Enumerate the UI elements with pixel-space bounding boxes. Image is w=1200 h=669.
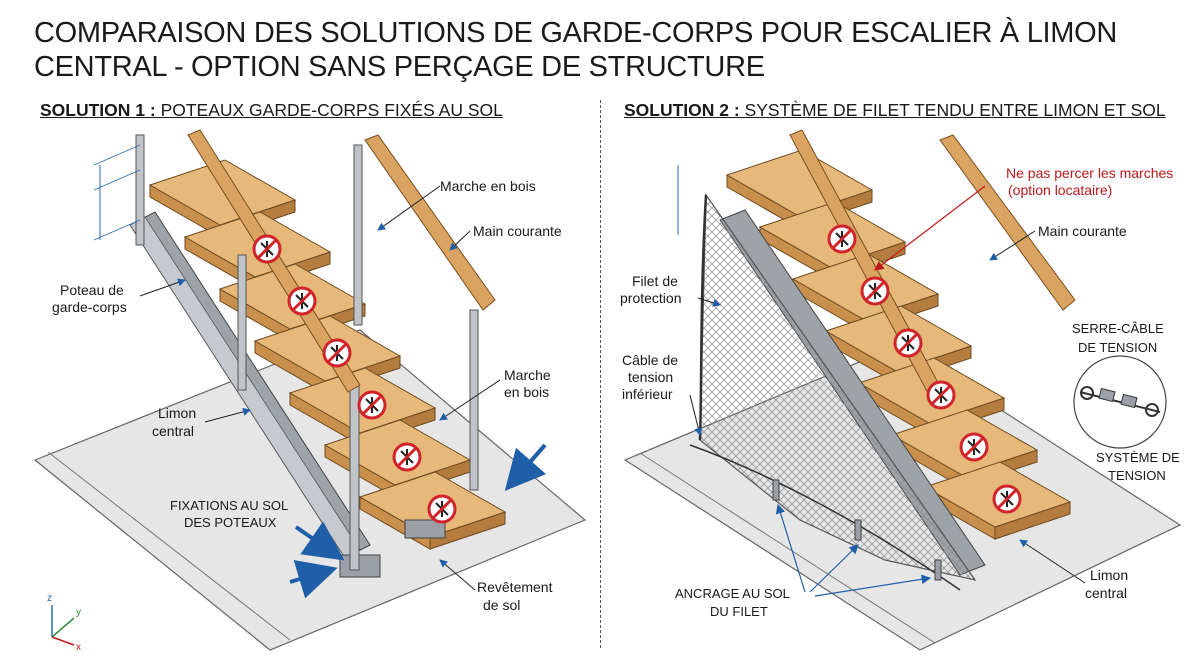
leader-main-courante: [449, 230, 471, 251]
guard-post-b: [237, 254, 247, 391]
label-serre-l1: SERRE-CÂBLE: [1072, 321, 1164, 336]
label-revetement-l1: Revêtement: [477, 579, 553, 595]
label-limon-l2-2: central: [1085, 585, 1127, 601]
floor-dimension-line-2: [639, 452, 936, 644]
label-serre-l2: DE TENSION: [1078, 340, 1157, 355]
solution2-illustration: Ne pas percer les marches (option locata…: [620, 129, 1182, 651]
no-drill-icon-1-4: [357, 390, 387, 420]
solution1-heading-text: POTEAUX GARDE-CORPS FIXÉS AU SOL: [155, 100, 503, 120]
leader-ancrage-2: [809, 544, 859, 593]
label-marche-mid-l1: Marche: [504, 367, 551, 383]
floor-anchor-1: [772, 479, 780, 501]
leader-ancrage-1: [775, 503, 806, 593]
label-cable-l2: tension: [628, 369, 673, 385]
label-ne-pas-l1: Ne pas percer les marches: [1006, 165, 1173, 181]
solution1-illustration: Marche en bois Main courante Poteau de g…: [33, 129, 587, 653]
no-drill-icon-2-1: [827, 224, 857, 254]
solution1-heading: SOLUTION 1 : POTEAUX GARDE-CORPS FIXÉS A…: [40, 100, 503, 121]
leader-marche-top: [377, 185, 441, 231]
handrail-4: [939, 134, 1076, 311]
no-drill-icon-2-2: [860, 276, 890, 306]
solution2-heading-bold: SOLUTION 2 :: [624, 100, 740, 120]
solution2-heading: SOLUTION 2 : SYSTÈME DE FILET TENDU ENTR…: [624, 100, 1166, 121]
no-drill-icon-1-1: [252, 234, 282, 264]
no-drill-icon-2-4: [926, 380, 956, 410]
tread-1-1: [148, 159, 297, 226]
label-systeme-l1: SYSTÈME DE: [1096, 450, 1180, 465]
label-poteau-l2: garde-corps: [52, 299, 127, 315]
stringer-foot-plate: [404, 519, 446, 539]
fixation-arrow-3: [504, 443, 547, 492]
guard-post-e: [469, 309, 479, 491]
lower-tension-cable: [689, 444, 961, 591]
label-fixations-l1: FIXATIONS AU SOL: [170, 498, 288, 513]
guard-post-a: [135, 134, 145, 246]
label-marche-mid-l2: en bois: [504, 384, 549, 400]
page-title: COMPARAISON DES SOLUTIONS DE GARDE-CORPS…: [34, 17, 1118, 83]
panel-divider: [600, 100, 601, 648]
leader-main-courante-2: [989, 230, 1036, 261]
leader-cable: [689, 394, 703, 436]
floor-anchor-2: [854, 519, 862, 541]
guard-post-d: [349, 384, 360, 571]
label-limon-l1-1: Limon: [158, 405, 196, 421]
label-systeme-l2: TENSION: [1108, 468, 1166, 483]
fixation-arrow-2: [289, 560, 338, 599]
x-axis-line: [51, 636, 75, 646]
label-ancrage-l1: ANCRAGE AU SOL: [675, 586, 790, 601]
label-fixations-l2: DES POTEAUX: [184, 515, 277, 530]
leader-limon: [204, 407, 251, 423]
no-drill-icon-1-5: [392, 442, 422, 472]
no-drill-icon-1-6: [427, 494, 457, 524]
solution1-heading-bold: SOLUTION 1 :: [40, 100, 156, 120]
no-drill-icon-2-3: [893, 328, 923, 358]
handrail-2: [364, 134, 496, 311]
y-axis-line: [51, 617, 75, 638]
no-drill-icon-2-6: [992, 484, 1022, 514]
label-ancrage-l2: DU FILET: [710, 604, 768, 619]
floor-anchors: [772, 479, 942, 581]
leader-limon-2: [1019, 539, 1086, 584]
dimension-ticks-1: [93, 144, 141, 241]
fixation-arrow-1: [294, 521, 345, 561]
label-revetement-l2: de sol: [483, 597, 520, 613]
label-poteau-l1: Poteau de: [60, 282, 124, 298]
x-axis-label: x: [76, 642, 81, 653]
label-filet-l1: Filet de: [632, 273, 678, 289]
post-base-plate: [339, 554, 381, 578]
floor-dimension-line: [47, 451, 291, 641]
cable-clamp-icon: [1079, 386, 1161, 417]
floor-anchor-3: [934, 559, 942, 581]
label-cable-l1: Câble de: [622, 352, 678, 368]
label-main-courante-1: Main courante: [473, 223, 562, 239]
net-top-edge: [698, 194, 708, 441]
leader-poteau: [139, 278, 186, 297]
label-marche-top-1: Marche en bois: [440, 178, 536, 194]
y-axis-label: y: [76, 607, 81, 618]
no-drill-icon-1-3: [322, 338, 352, 368]
guard-post-c: [353, 144, 363, 326]
no-drill-icon-2-5: [959, 432, 989, 462]
label-filet-l2: protection: [620, 290, 681, 306]
leader-marche-mid: [439, 379, 501, 421]
leader-revetement: [439, 559, 476, 591]
label-cable-l3: inférieur: [622, 386, 673, 402]
label-main-courante-2: Main courante: [1038, 223, 1127, 239]
label-limon-l1-2: Limon: [1090, 567, 1128, 583]
leader-ancrage-3: [814, 574, 932, 597]
label-ne-pas-l2: (option locataire): [1008, 182, 1112, 198]
solution2-heading-text: SYSTÈME DE FILET TENDU ENTRE LIMON ET SO…: [739, 100, 1166, 120]
leader-ne-pas-percer: [874, 185, 986, 271]
axis-gizmo: z y x: [47, 593, 81, 653]
z-axis-label: z: [47, 593, 52, 604]
leader-filet: [697, 297, 721, 307]
no-drill-icon-1-2: [287, 286, 317, 316]
label-limon-l2-1: central: [152, 423, 194, 439]
